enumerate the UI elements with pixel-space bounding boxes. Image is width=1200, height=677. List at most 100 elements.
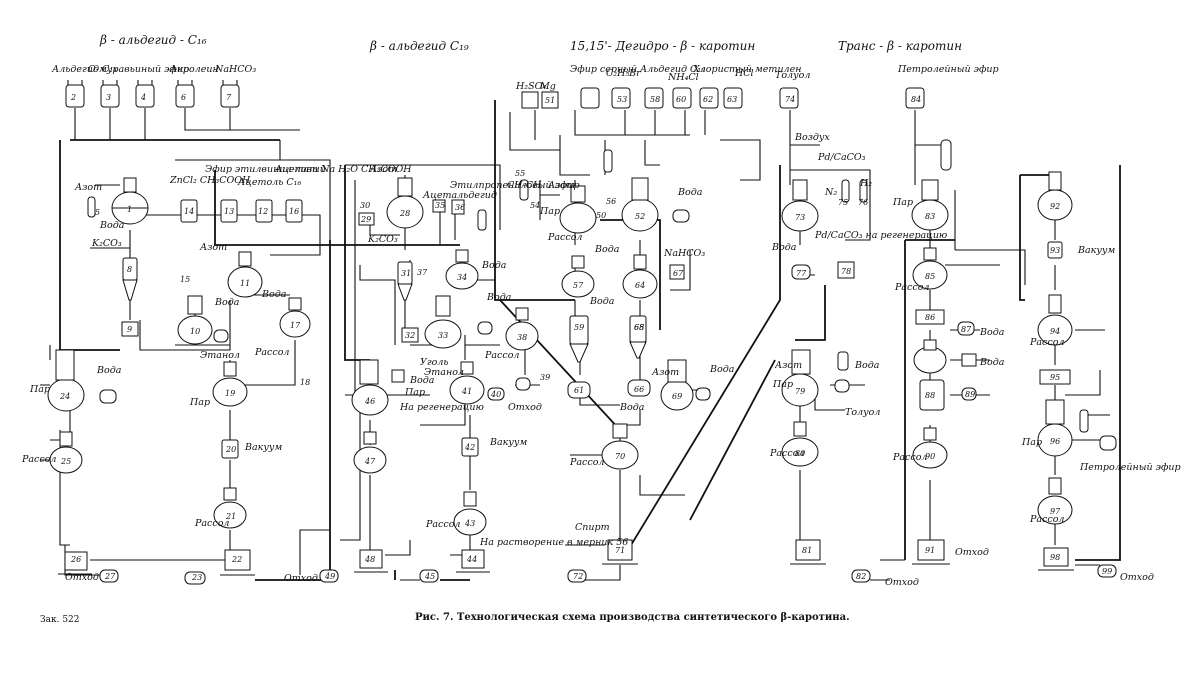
svg-text:N₂: N₂ (824, 187, 837, 198)
svg-text:87: 87 (961, 325, 972, 334)
svg-text:Ацетальдегид: Ацетальдегид (422, 190, 497, 201)
svg-text:Вода: Вода (486, 292, 512, 303)
svg-text:75: 75 (838, 198, 848, 207)
svg-text:28: 28 (399, 209, 410, 218)
svg-text:Азот: Азот (369, 164, 397, 175)
stream-labels: Альдегид C₁₄ О-муравьиный эфир Акролеин … (21, 64, 1181, 588)
svg-text:NaHCO₃: NaHCO₃ (663, 248, 705, 259)
svg-text:Азот: Азот (199, 242, 227, 253)
svg-text:H₂SO₄: H₂SO₄ (515, 81, 546, 92)
svg-text:На регенерацию: На регенерацию (399, 402, 484, 413)
svg-text:Вода: Вода (214, 297, 240, 308)
svg-text:27: 27 (104, 572, 116, 581)
svg-text:43: 43 (464, 519, 475, 528)
svg-text:Эфир этилвинил-ловый: Эфир этилвинил-ловый (205, 164, 326, 175)
svg-text:Этилпропениловый эфир: Этилпропениловый эфир (450, 180, 580, 191)
svg-text:Рассол: Рассол (547, 232, 582, 243)
svg-text:Вакуум: Вакуум (244, 442, 282, 453)
svg-text:64: 64 (635, 281, 645, 290)
svg-text:23: 23 (191, 573, 202, 582)
svg-text:38: 38 (517, 333, 527, 342)
svg-text:Пар: Пар (189, 397, 210, 408)
svg-text:34: 34 (457, 273, 467, 282)
svg-text:51: 51 (545, 96, 555, 105)
equipment-section-2 (319, 177, 539, 583)
svg-text:9: 9 (127, 325, 132, 334)
svg-text:13: 13 (224, 207, 234, 216)
label-nahco3: NaHCO₃ (214, 64, 256, 75)
section-title-aldehyde-c19: β - альдегид C₁₉ (369, 39, 469, 53)
svg-text:Вода: Вода (709, 364, 735, 375)
svg-text:K₂CO₃: K₂CO₃ (367, 234, 398, 245)
svg-text:76: 76 (858, 198, 868, 207)
svg-text:73: 73 (795, 213, 805, 222)
svg-text:Азот: Азот (651, 367, 679, 378)
svg-text:39: 39 (540, 373, 550, 382)
svg-text:Рассол: Рассол (484, 350, 519, 361)
svg-text:44: 44 (466, 555, 477, 564)
svg-text:Петролейный эфир: Петролейный эфир (1079, 462, 1181, 473)
svg-text:10: 10 (190, 327, 200, 336)
svg-text:63: 63 (727, 95, 737, 104)
svg-text:15: 15 (180, 275, 190, 284)
svg-text:77: 77 (796, 269, 807, 278)
svg-text:Вакуум: Вакуум (1077, 245, 1115, 256)
svg-text:Вода: Вода (594, 244, 620, 255)
svg-text:3: 3 (106, 93, 111, 102)
svg-text:Рассол: Рассол (1029, 337, 1064, 348)
label-aldehyde-c14: Альдегид C₁₄ (51, 64, 117, 75)
svg-text:91: 91 (925, 546, 935, 555)
svg-text:Пар: Пар (29, 384, 50, 395)
svg-text:32: 32 (405, 331, 415, 340)
svg-text:22: 22 (231, 555, 242, 564)
svg-text:80: 80 (795, 449, 805, 458)
svg-text:69: 69 (672, 392, 682, 401)
svg-text:На растворение в мерник 56: На растворение в мерник 56 (479, 537, 628, 548)
svg-text:61: 61 (574, 386, 584, 395)
svg-text:37: 37 (417, 268, 428, 277)
svg-text:96: 96 (1050, 437, 1060, 446)
svg-text:79: 79 (795, 387, 805, 396)
equipment-section-1 (47, 80, 311, 585)
svg-text:84: 84 (911, 95, 921, 104)
svg-text:30: 30 (360, 201, 370, 210)
svg-text:18: 18 (300, 378, 310, 387)
equipment-numbers: 1 2 3 4 5 6 7 8 9 10 11 12 13 14 15 16 1… (59, 93, 1112, 582)
svg-text:Пар: Пар (892, 197, 913, 208)
svg-text:48: 48 (364, 555, 375, 564)
svg-text:Воздух: Воздух (794, 132, 830, 143)
svg-text:60: 60 (676, 95, 686, 104)
svg-text:Отход: Отход (508, 402, 542, 413)
svg-text:Вода: Вода (771, 242, 797, 253)
svg-text:Хлористый метилен: Хлористый метилен (692, 64, 802, 75)
svg-text:7: 7 (226, 93, 232, 102)
svg-text:Рассол: Рассол (569, 457, 604, 468)
svg-text:Вода: Вода (979, 357, 1005, 368)
svg-text:Рассол: Рассол (1029, 514, 1064, 525)
svg-text:29: 29 (360, 215, 371, 224)
svg-text:81: 81 (802, 546, 812, 555)
svg-text:95: 95 (1050, 373, 1060, 382)
svg-text:57: 57 (573, 281, 584, 290)
svg-text:1: 1 (127, 205, 132, 214)
svg-text:Толуол: Толуол (845, 407, 880, 418)
svg-text:53: 53 (617, 95, 627, 104)
svg-text:Азот: Азот (547, 180, 575, 191)
svg-text:56: 56 (606, 197, 616, 206)
svg-text:Азот: Азот (74, 182, 102, 193)
svg-text:Вода: Вода (854, 360, 880, 371)
svg-text:49: 49 (324, 572, 335, 581)
svg-text:Вода: Вода (619, 402, 645, 413)
label-acrolein: Акролеин (169, 64, 219, 75)
svg-text:Рассол: Рассол (21, 454, 56, 465)
svg-text:47: 47 (364, 457, 376, 466)
svg-text:36: 36 (455, 203, 465, 212)
svg-text:86: 86 (925, 313, 935, 322)
svg-text:33: 33 (438, 331, 448, 340)
svg-text:11: 11 (240, 279, 250, 288)
svg-text:Эфир серный: Эфир серный (570, 64, 637, 75)
svg-text:NH₄Cl: NH₄Cl (667, 72, 699, 83)
svg-text:Вода: Вода (979, 327, 1005, 338)
svg-text:CH-CH: CH-CH (507, 180, 542, 191)
